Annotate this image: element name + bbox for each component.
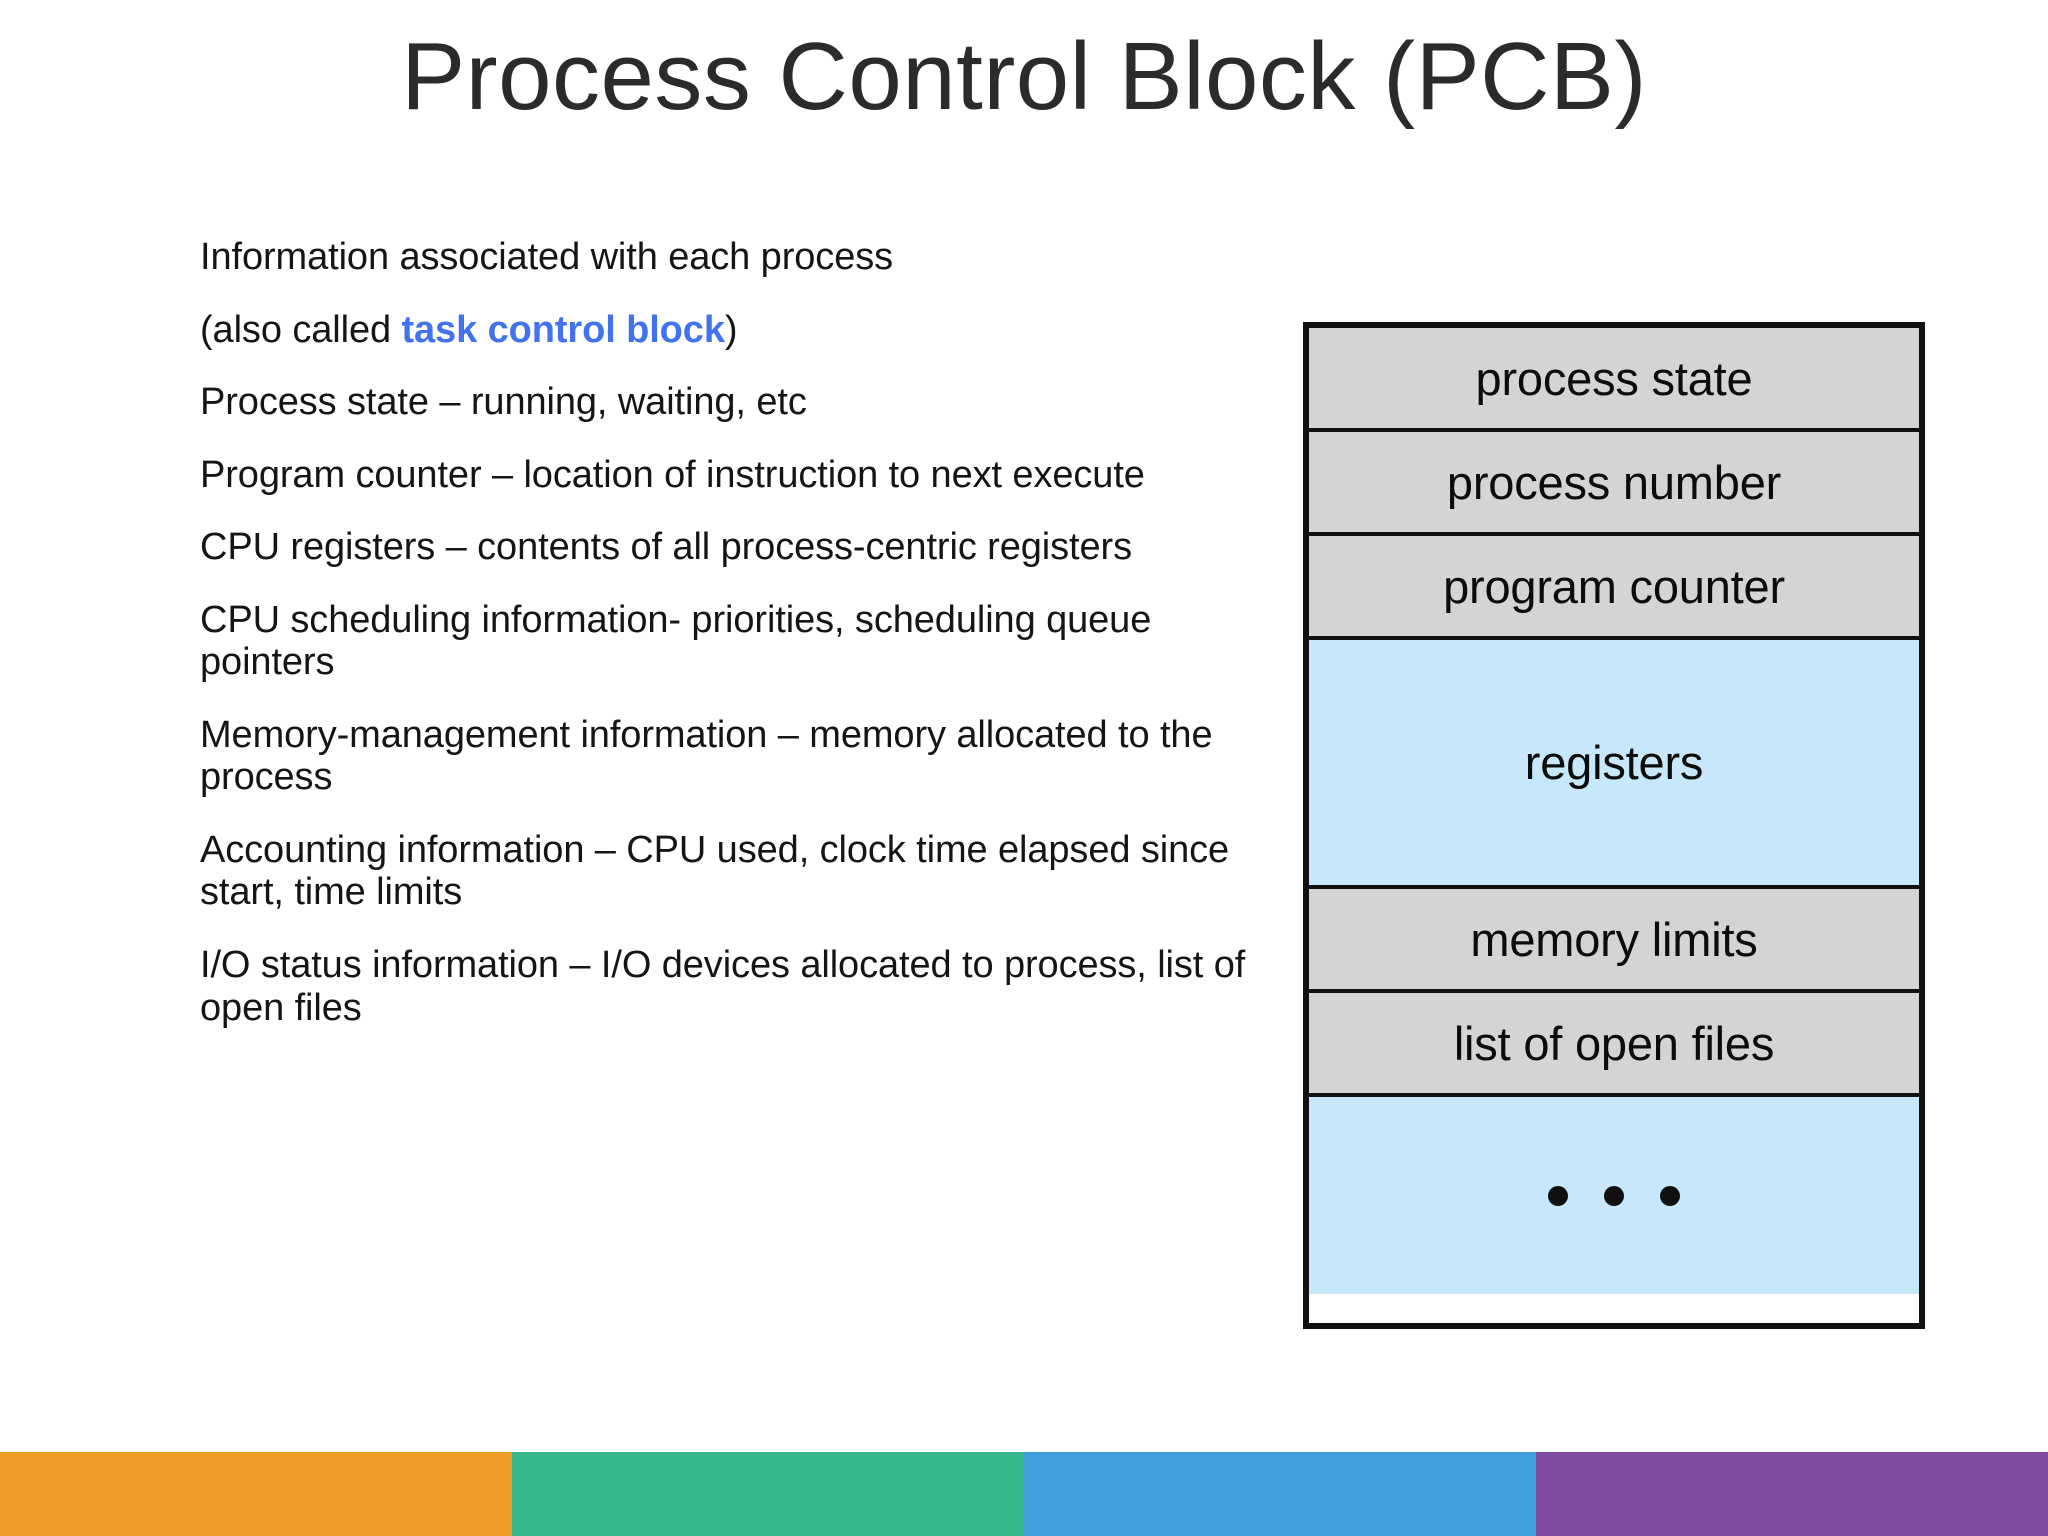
paragraph-io-status: I/O status information – I/O devices all… (200, 944, 1246, 1029)
paragraph-memory-management: Memory-management information – memory a… (200, 713, 1213, 799)
pcb-row-label: registers (1524, 736, 1704, 789)
footer-band-purple (1536, 1452, 2048, 1536)
footer-band-green (512, 1452, 1024, 1536)
ellipsis-icon (1548, 1185, 1680, 1206)
paragraph-cpu-registers: CPU registers – contents of all process-… (200, 526, 1132, 569)
footer-band-blue (1024, 1452, 1536, 1536)
also-called-prefix: (also called (200, 308, 402, 351)
pcb-row-label: process state (1475, 351, 1753, 405)
paragraph-cpu-scheduling: CPU scheduling information- priorities, … (200, 598, 1152, 684)
pcb-row-registers: registers (1309, 640, 1919, 889)
paragraph-also-called: (also called task control block) (200, 309, 1260, 352)
ellipsis-dot (1548, 1185, 1568, 1206)
ellipsis-dot (1660, 1185, 1680, 1206)
task-control-block-highlight: task control block (401, 308, 725, 351)
pcb-row-memory-limits: memory limits (1309, 889, 1919, 993)
pcb-row-label: memory limits (1470, 912, 1758, 966)
pcb-row-list-of-open-files: list of open files (1309, 993, 1919, 1097)
pcb-row-label: list of open files (1453, 1016, 1775, 1070)
pcb-diagram: process state process number program cou… (1303, 322, 1925, 1329)
pcb-row-label: program counter (1443, 559, 1785, 613)
pcb-row-process-state: process state (1309, 328, 1919, 432)
footer-color-bar (0, 1452, 2048, 1536)
also-called-suffix: ) (724, 308, 738, 351)
paragraph-accounting-info: Accounting information – CPU used, clock… (200, 828, 1230, 914)
pcb-row-ellipsis (1309, 1097, 1919, 1294)
pcb-row-label: process number (1446, 455, 1782, 509)
paragraph-program-counter: Program counter – location of instructio… (200, 453, 1145, 496)
body-text-column: Information associated with each process… (200, 236, 1260, 1029)
paragraph-process-state: Process state – running, waiting, etc (200, 381, 807, 424)
pcb-row-program-counter: program counter (1309, 536, 1919, 640)
page-title: Process Control Block (PCB) (401, 23, 1647, 130)
footer-band-orange (0, 1452, 512, 1536)
ellipsis-dot (1604, 1185, 1624, 1206)
pcb-row-process-number: process number (1309, 432, 1919, 536)
paragraph-info-associated: Information associated with each process (200, 236, 894, 278)
